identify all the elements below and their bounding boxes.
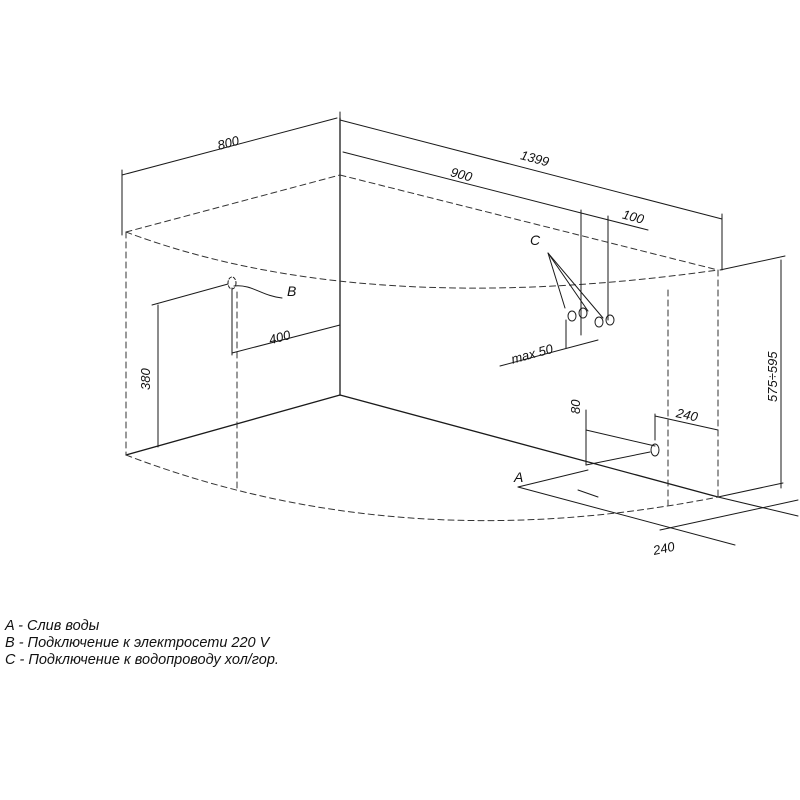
dim-label-100: 100 bbox=[621, 207, 647, 227]
tub-hidden-edges bbox=[125, 174, 719, 522]
dim-800 bbox=[121, 111, 341, 236]
dim-label-800: 800 bbox=[216, 133, 242, 153]
connection-c bbox=[547, 252, 615, 349]
point-label-b: B bbox=[287, 283, 296, 299]
dim-380 bbox=[151, 283, 229, 448]
dim-label-80: 80 bbox=[568, 399, 583, 414]
legend: A - Слив воды B - Подключение к электрос… bbox=[5, 618, 279, 669]
dim-label-240-bottom: 240 bbox=[651, 539, 677, 559]
dim-label-240-right: 240 bbox=[674, 405, 700, 425]
dim-label-380: 380 bbox=[138, 368, 153, 390]
legend-item-c: C - Подключение к водопроводу хол/гор. bbox=[5, 652, 279, 668]
dim-900 bbox=[342, 151, 586, 336]
point-label-c: C bbox=[530, 232, 541, 248]
dim-240-right bbox=[654, 413, 719, 441]
dim-height bbox=[717, 255, 786, 498]
legend-item-b: B - Подключение к электросети 220 V bbox=[5, 635, 270, 651]
dim-label-max50: max 50 bbox=[509, 341, 555, 367]
dim-max50 bbox=[499, 339, 599, 367]
dim-400 bbox=[231, 324, 341, 354]
dim-240-bottom bbox=[659, 496, 799, 531]
point-label-a: A bbox=[513, 469, 523, 485]
legend-item-a: A - Слив воды bbox=[5, 618, 100, 634]
dim-label-height: 575÷595 bbox=[765, 351, 780, 402]
drain-a bbox=[517, 409, 736, 546]
dim-label-900: 900 bbox=[449, 164, 475, 184]
dim-label-1399: 1399 bbox=[519, 147, 551, 169]
tub-outline bbox=[125, 117, 719, 498]
dim-1399 bbox=[339, 119, 723, 271]
dim-label-400: 400 bbox=[267, 327, 293, 347]
connection-b bbox=[227, 276, 283, 356]
dim-100 bbox=[584, 213, 649, 321]
